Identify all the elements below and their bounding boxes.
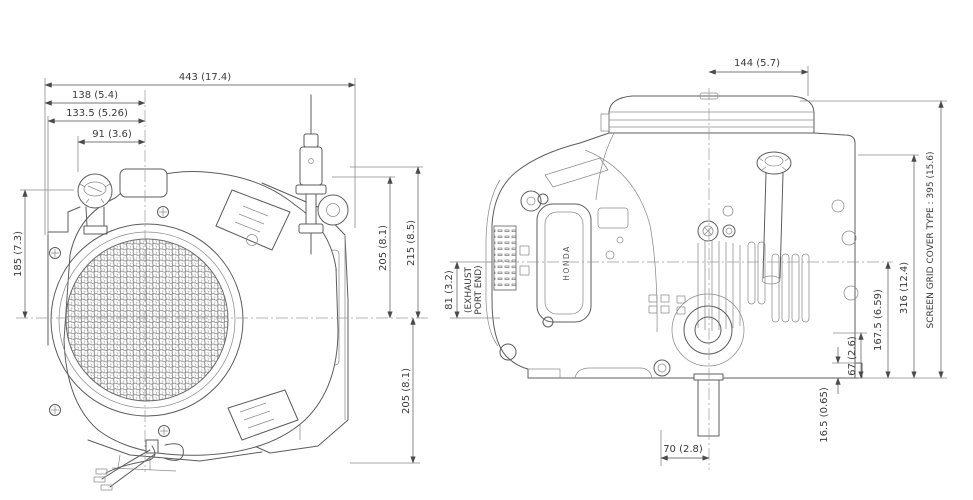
front-height-185-label: 185 (7.3): [13, 231, 24, 277]
side-top-width-label: 144 (5.7): [734, 58, 780, 69]
valve-cover: HONDA: [536, 193, 592, 328]
oil-filler-side: [756, 151, 792, 285]
side-exhaust-height-label: 81 (3.2): [444, 270, 455, 310]
side-view-dimensions: 144 (5.7) 81 (3.2) (EXHAUST PORT END) 70…: [444, 58, 947, 466]
side-step-height-label: 16.5 (0.65): [819, 387, 830, 443]
front-view-dimensions: 443 (17.4) 138 (5.4) 133.5 (5.26) 91 (3.…: [13, 72, 423, 464]
side-bolts: [499, 199, 859, 377]
oil-filler-cap-front: [77, 173, 113, 235]
fan-shroud-ring-inner: [58, 231, 236, 409]
front-base-and-wires: [87, 439, 263, 491]
front-height-205-upper-label: 205 (8.1): [378, 225, 389, 271]
vent-squares: [648, 294, 686, 315]
brand-label-text: HONDA: [562, 245, 571, 280]
side-exhaust-note-line1: (EXHAUST: [464, 266, 474, 313]
air-cleaner-cover: [600, 92, 815, 134]
side-screen-grid-cover-label: SCREEN GRID COVER TYPE : 395 (15.6): [926, 151, 936, 328]
front-overall-width-label: 443 (17.4): [179, 72, 231, 83]
muffler-vent-grid: [493, 225, 530, 291]
lifting-eye: [317, 194, 349, 226]
side-exhaust-note-line2: PORT END): [474, 265, 484, 314]
side-body-outline: [491, 132, 856, 379]
side-height-167-label: 167.5 (6.59): [873, 289, 884, 351]
bearing-boss: [671, 293, 745, 367]
side-view: HONDA: [444, 58, 947, 470]
front-top-tab: [119, 168, 168, 198]
side-view-engine-art: HONDA: [485, 88, 893, 470]
spark-plug: [295, 94, 327, 255]
front-width-91-label: 91 (3.6): [92, 129, 132, 140]
front-height-205-lower-label: 205 (8.1): [401, 368, 412, 414]
front-louver-bottom: [227, 389, 299, 441]
fan-shroud-ring-outer: [50, 223, 244, 417]
front-height-215-label: 215 (8.5): [406, 220, 417, 266]
cooling-fins: [697, 240, 810, 331]
front-view: 443 (17.4) 138 (5.4) 133.5 (5.26) 91 (3.…: [13, 72, 428, 491]
side-height-67-label: 67 (2.6): [847, 336, 858, 376]
crankshaft-pto: [693, 373, 724, 437]
side-pto-offset-label: 70 (2.8): [663, 444, 703, 455]
front-width-133-label: 133.5 (5.26): [66, 108, 128, 119]
front-louver-top: [215, 189, 291, 251]
screen-grid-mesh: [65, 238, 229, 402]
front-view-engine-art: [16, 90, 428, 491]
side-height-316-label: 316 (12.4): [899, 262, 910, 314]
front-width-138-label: 138 (5.4): [72, 90, 118, 101]
front-screws: [49, 206, 170, 437]
